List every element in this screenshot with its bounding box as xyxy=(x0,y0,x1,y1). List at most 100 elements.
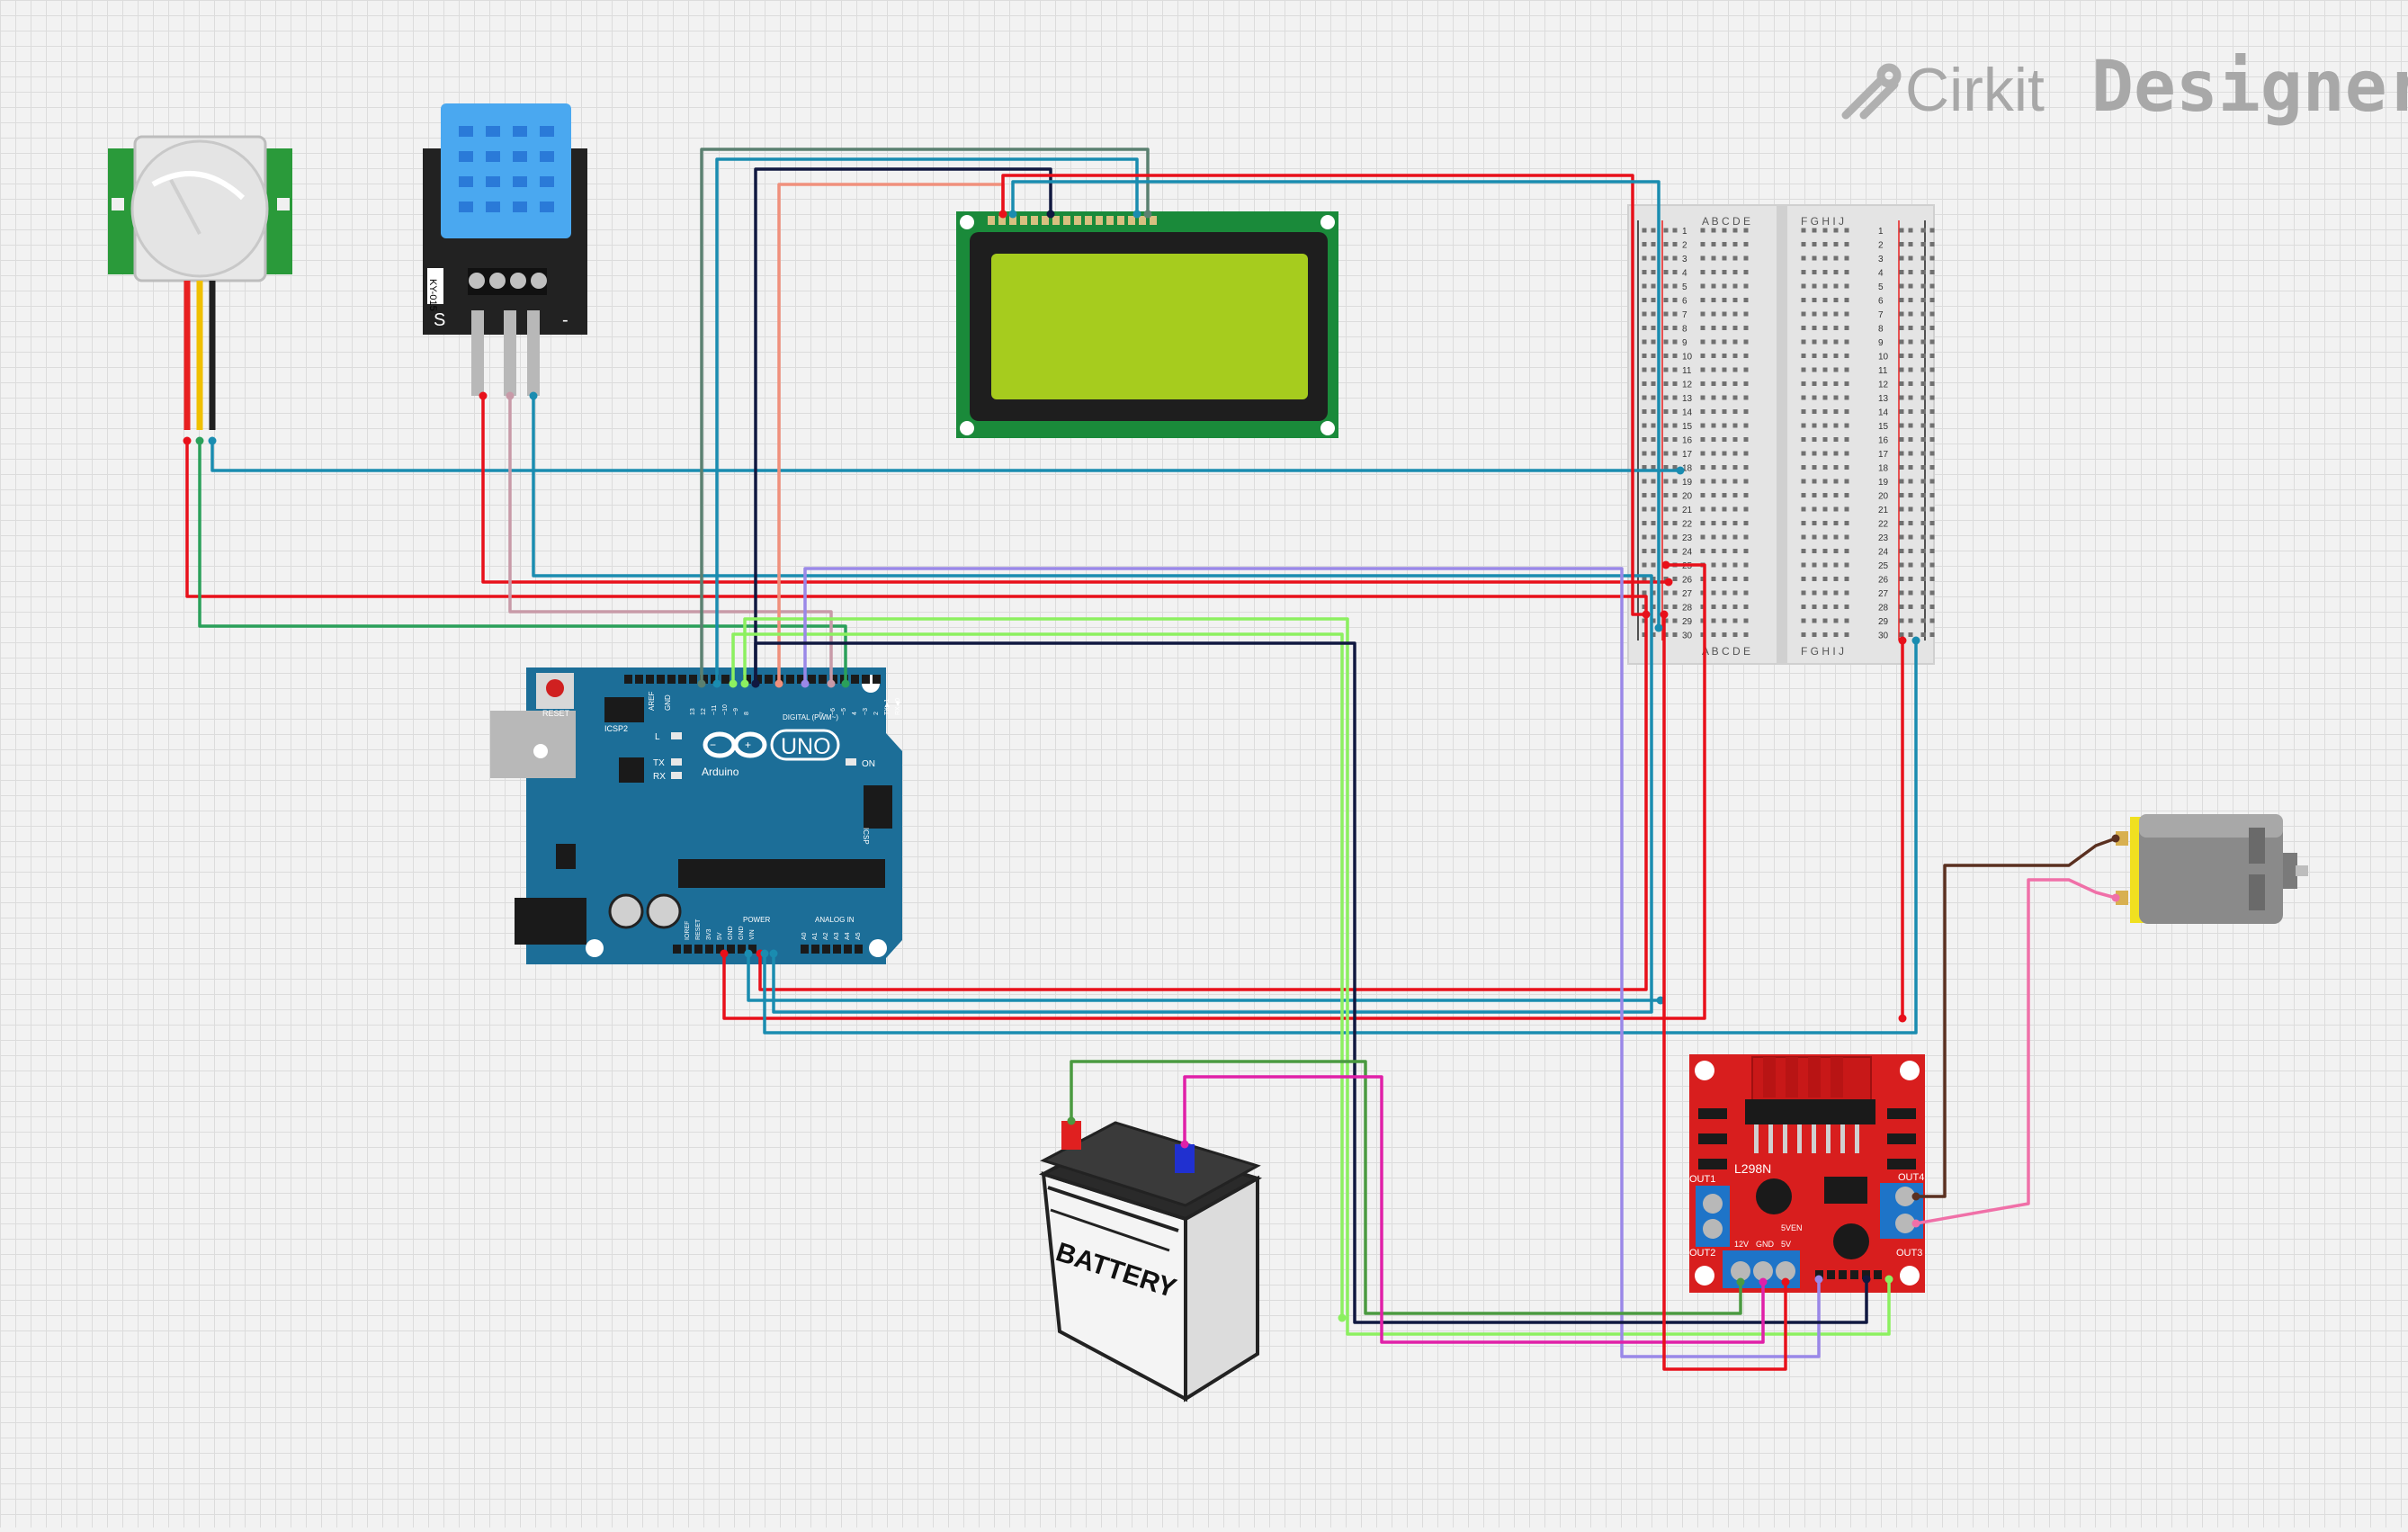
breadboard-hole[interactable] xyxy=(1743,326,1749,330)
breadboard-hole[interactable] xyxy=(1812,577,1817,581)
breadboard-hole[interactable] xyxy=(1929,605,1935,609)
lcd-pin[interactable] xyxy=(1085,216,1092,225)
breadboard-hole[interactable] xyxy=(1920,549,1926,553)
breadboard-hole[interactable] xyxy=(1812,562,1817,568)
breadboard-hole[interactable] xyxy=(1672,228,1678,233)
breadboard-hole[interactable] xyxy=(1833,534,1839,540)
wire-endpoint[interactable] xyxy=(751,679,760,688)
breadboard-hole[interactable] xyxy=(1908,409,1913,414)
breadboard-hole[interactable] xyxy=(1700,283,1705,289)
driver-pin[interactable] xyxy=(1815,1270,1823,1279)
breadboard-hole[interactable] xyxy=(1844,577,1849,581)
wire-endpoint[interactable] xyxy=(183,436,192,445)
breadboard-hole[interactable] xyxy=(1920,242,1926,246)
breadboard-hole[interactable] xyxy=(1929,381,1935,386)
breadboard-hole[interactable] xyxy=(1822,339,1828,345)
wire-endpoint[interactable] xyxy=(2111,893,2120,902)
breadboard-hole[interactable] xyxy=(1929,409,1935,414)
breadboard-hole[interactable] xyxy=(1899,605,1904,609)
wire-endpoint[interactable] xyxy=(2111,834,2120,843)
breadboard-hole[interactable] xyxy=(1722,618,1727,623)
arduino-pin[interactable] xyxy=(833,945,841,954)
breadboard-hole[interactable] xyxy=(1899,549,1904,553)
arduino-pin[interactable] xyxy=(705,945,713,954)
wire[interactable] xyxy=(1070,1060,1742,1315)
breadboard-hole[interactable] xyxy=(1672,605,1678,609)
breadboard-hole[interactable] xyxy=(1651,577,1656,581)
wire[interactable] xyxy=(731,632,1344,1318)
breadboard-hole[interactable] xyxy=(1812,395,1817,400)
wire[interactable] xyxy=(747,954,1661,1002)
breadboard-hole[interactable] xyxy=(1844,437,1849,442)
breadboard-hole[interactable] xyxy=(1801,562,1806,568)
breadboard-hole[interactable] xyxy=(1908,423,1913,428)
breadboard-hole[interactable] xyxy=(1833,339,1839,345)
breadboard-hole[interactable] xyxy=(1801,311,1806,317)
breadboard-hole[interactable] xyxy=(1651,549,1656,553)
arduino-pin[interactable] xyxy=(801,945,809,954)
breadboard-hole[interactable] xyxy=(1908,381,1913,386)
breadboard-hole[interactable] xyxy=(1732,521,1738,525)
breadboard-hole[interactable] xyxy=(1920,395,1926,400)
breadboard-hole[interactable] xyxy=(1833,381,1839,386)
breadboard-hole[interactable] xyxy=(1844,409,1849,414)
breadboard-hole[interactable] xyxy=(1651,632,1656,637)
breadboard-hole[interactable] xyxy=(1812,381,1817,386)
breadboard-hole[interactable] xyxy=(1700,577,1705,581)
breadboard-hole[interactable] xyxy=(1722,283,1727,289)
breadboard-hole[interactable] xyxy=(1899,298,1904,302)
wire[interactable] xyxy=(754,641,1868,1324)
wire[interactable] xyxy=(481,396,1669,584)
breadboard-hole[interactable] xyxy=(1700,339,1705,345)
breadboard-hole[interactable] xyxy=(1642,451,1647,456)
breadboard-hole[interactable] xyxy=(1899,326,1904,330)
lcd-pin[interactable] xyxy=(1106,216,1114,225)
breadboard-hole[interactable] xyxy=(1651,354,1656,358)
lcd-pin[interactable] xyxy=(1128,216,1135,225)
wire[interactable] xyxy=(210,441,1680,472)
breadboard-hole[interactable] xyxy=(1908,506,1913,512)
breadboard-hole[interactable] xyxy=(1920,270,1926,274)
breadboard-hole[interactable] xyxy=(1908,465,1913,470)
breadboard-hole[interactable] xyxy=(1812,242,1817,246)
breadboard-hole[interactable] xyxy=(1700,479,1705,484)
breadboard-hole[interactable] xyxy=(1722,395,1727,400)
breadboard-hole[interactable] xyxy=(1663,479,1669,484)
wire-endpoint[interactable] xyxy=(1676,466,1685,475)
breadboard-hole[interactable] xyxy=(1732,549,1738,553)
breadboard-hole[interactable] xyxy=(1929,521,1935,525)
breadboard-hole[interactable] xyxy=(1732,562,1738,568)
breadboard-hole[interactable] xyxy=(1663,534,1669,540)
breadboard-hole[interactable] xyxy=(1642,339,1647,345)
breadboard-hole[interactable] xyxy=(1812,298,1817,302)
arduino-pin[interactable] xyxy=(797,675,805,684)
wire[interactable] xyxy=(743,617,1891,1336)
breadboard-hole[interactable] xyxy=(1812,255,1817,261)
breadboard-hole[interactable] xyxy=(1651,381,1656,386)
breadboard-hole[interactable] xyxy=(1651,534,1656,540)
breadboard-hole[interactable] xyxy=(1929,632,1935,637)
breadboard-hole[interactable] xyxy=(1833,618,1839,623)
arduino-pin[interactable] xyxy=(667,675,676,684)
breadboard-hole[interactable] xyxy=(1812,605,1817,609)
breadboard-hole[interactable] xyxy=(1920,311,1926,317)
breadboard-hole[interactable] xyxy=(1801,479,1806,484)
breadboard-hole[interactable] xyxy=(1722,409,1727,414)
breadboard-hole[interactable] xyxy=(1899,242,1904,246)
wire[interactable] xyxy=(722,563,1706,1020)
wire[interactable] xyxy=(1915,878,2117,1225)
breadboard-hole[interactable] xyxy=(1743,479,1749,484)
driver-pin[interactable] xyxy=(1827,1270,1835,1279)
lcd-pin[interactable] xyxy=(1096,216,1103,225)
arduino-pin[interactable] xyxy=(829,675,837,684)
breadboard-hole[interactable] xyxy=(1732,423,1738,428)
breadboard-hole[interactable] xyxy=(1663,270,1669,274)
breadboard-hole[interactable] xyxy=(1920,409,1926,414)
breadboard-hole[interactable] xyxy=(1700,423,1705,428)
breadboard-hole[interactable] xyxy=(1920,354,1926,358)
breadboard-hole[interactable] xyxy=(1920,423,1926,428)
arduino-pin[interactable] xyxy=(786,675,794,684)
breadboard-hole[interactable] xyxy=(1801,437,1806,442)
breadboard-hole[interactable] xyxy=(1801,395,1806,400)
breadboard-hole[interactable] xyxy=(1801,255,1806,261)
